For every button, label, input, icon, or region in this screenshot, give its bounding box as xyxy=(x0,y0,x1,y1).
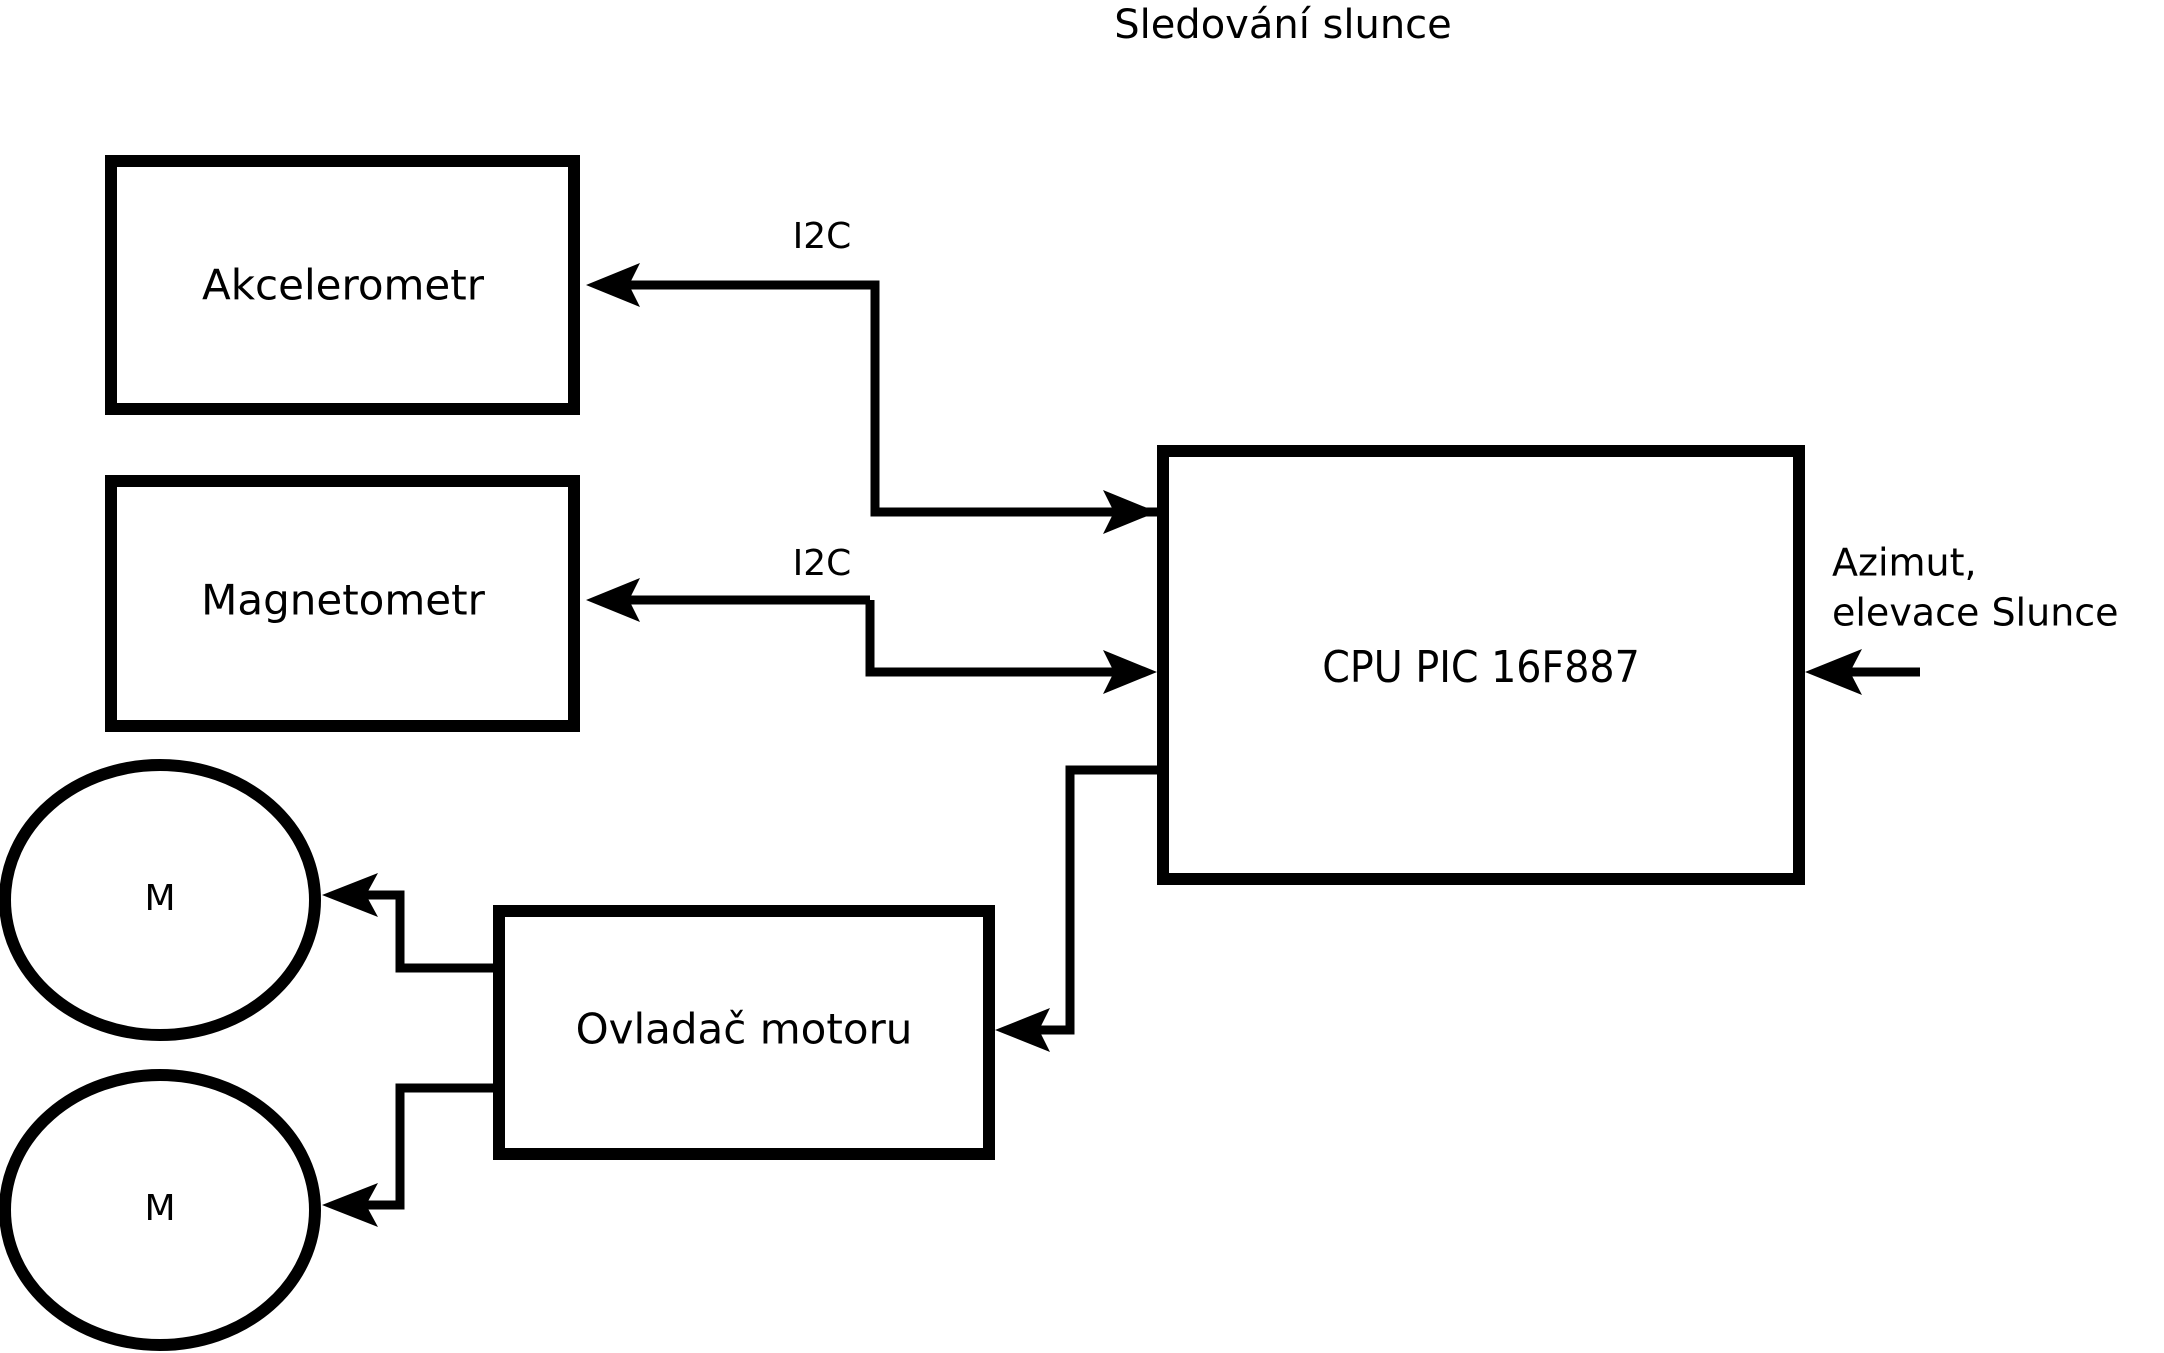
node-cpu[interactable]: CPU PIC 16F887 xyxy=(1157,445,1805,885)
connection-cpu-to-accelerometer xyxy=(586,263,1157,517)
wire-motor-driver-motor-bottom xyxy=(352,1083,493,1210)
motor-driver-box[interactable] xyxy=(493,905,995,1160)
arrowhead-cpu-in-top xyxy=(1103,490,1157,534)
wire-cpu-motor-driver xyxy=(1023,765,1157,1035)
motor-top-label: M xyxy=(144,878,175,919)
arrowhead-motor-top-in xyxy=(322,873,378,917)
motor-bottom-ellipse[interactable] xyxy=(0,1069,321,1351)
edge-label-i2c-accelerometer: I2C xyxy=(793,216,852,257)
node-magnetometer[interactable]: Magnetometr xyxy=(105,475,580,732)
magnetometer-label: Magnetometr xyxy=(201,576,485,625)
sun-input-label-line2: elevace Slunce xyxy=(1832,591,2119,635)
arrowhead-magnetometer-in xyxy=(586,578,640,622)
wire-motor-driver-motor-top xyxy=(352,890,493,973)
connection-motor-driver-to-motor-bottom xyxy=(322,1083,493,1227)
node-motor-driver[interactable]: Ovladač motoru xyxy=(493,905,995,1160)
arrowhead-motor-driver-in xyxy=(995,1008,1050,1052)
motor-bottom-label: M xyxy=(144,1188,175,1229)
arrowhead-cpu-in-bottom xyxy=(1103,650,1157,694)
connection-motor-driver-to-motor-top xyxy=(322,873,493,973)
node-motor-bottom[interactable]: M xyxy=(0,1069,321,1351)
sun-input-label-line1: Azimut, xyxy=(1832,541,1977,585)
arrowhead-accelerometer-in xyxy=(586,263,640,307)
connection-cpu-to-motor-driver xyxy=(995,765,1157,1052)
connection-cpu-to-magnetometer xyxy=(586,578,1157,694)
magnetometer-box[interactable] xyxy=(105,475,580,732)
connection-sun-input-to-cpu xyxy=(1805,649,1920,695)
arrowhead-cpu-sun-in xyxy=(1805,649,1862,695)
accelerometer-box[interactable] xyxy=(105,155,580,415)
node-accelerometer[interactable]: Akcelerometr xyxy=(105,155,580,415)
motor-top-ellipse[interactable] xyxy=(0,759,321,1041)
node-motor-top[interactable]: M xyxy=(0,759,321,1041)
arrowhead-motor-bottom-in xyxy=(322,1183,378,1227)
connection-accelerometer-to-cpu xyxy=(875,490,1157,534)
edge-label-i2c-magnetometer: I2C xyxy=(793,543,852,584)
cpu-box[interactable] xyxy=(1157,445,1805,885)
diagram-title: Sledování slunce xyxy=(1114,2,1452,48)
accelerometer-label: Akcelerometr xyxy=(202,261,485,310)
motor-driver-label: Ovladač motoru xyxy=(576,1005,913,1054)
wire-cpu-accelerometer xyxy=(613,280,1157,517)
wire-magnetometer-cpu xyxy=(865,600,1130,677)
cpu-label: CPU PIC 16F887 xyxy=(1322,642,1640,693)
